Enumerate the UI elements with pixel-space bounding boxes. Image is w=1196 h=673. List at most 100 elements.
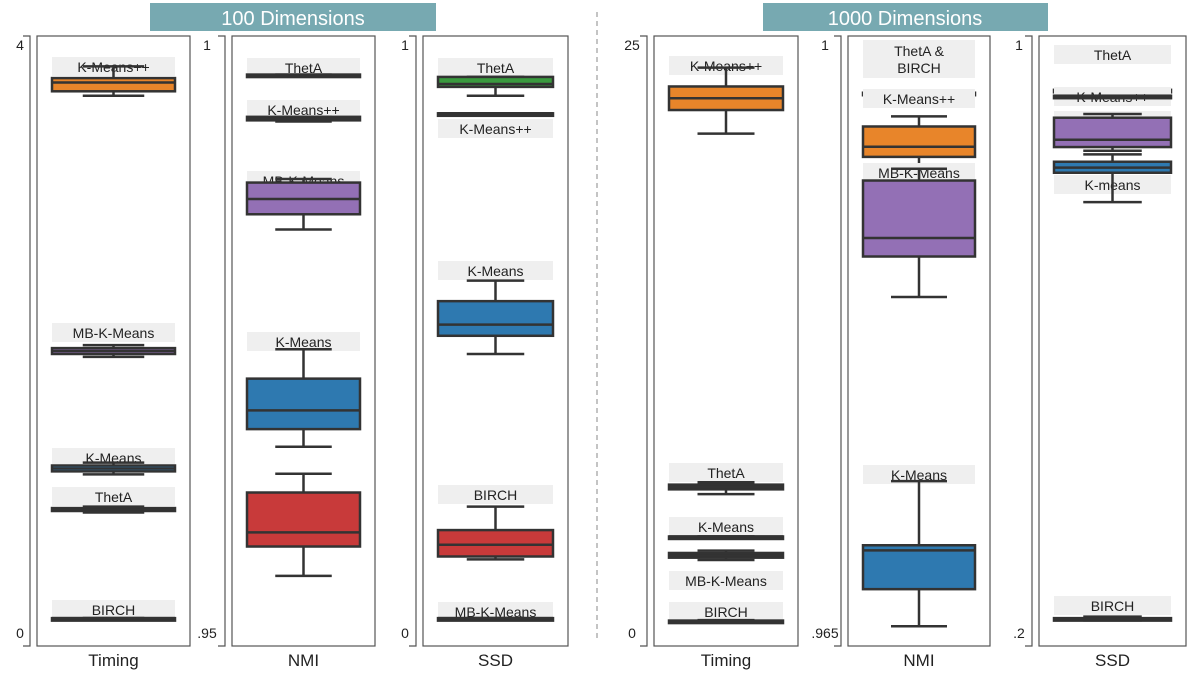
box-label-bg bbox=[438, 261, 553, 280]
box-label-bg bbox=[247, 332, 360, 351]
box-label-bg bbox=[247, 100, 360, 119]
y-tick-label-top: 25 bbox=[624, 37, 640, 53]
box-label: BIRCH bbox=[474, 487, 518, 503]
box-label-bg bbox=[669, 602, 783, 621]
box-label-bg bbox=[438, 58, 553, 77]
box-body bbox=[436, 299, 555, 338]
box-theta: ThetA bbox=[50, 487, 177, 514]
box-label: K-Means++ bbox=[690, 58, 762, 74]
y-tick-label-bottom: .95 bbox=[197, 625, 217, 641]
box-label-bg bbox=[438, 485, 553, 504]
panel-6: 1.2SSDThetAK-Means++MB-K-MeansK-meansBIR… bbox=[1013, 35, 1187, 670]
y-tick-label-top: 1 bbox=[203, 37, 211, 53]
box-label-bg bbox=[438, 119, 553, 138]
box-body bbox=[861, 125, 977, 159]
y-axis-bracket bbox=[640, 35, 648, 647]
box-theta: ThetA bbox=[667, 463, 785, 496]
panel-frame bbox=[422, 35, 569, 647]
x-axis-label: Timing bbox=[88, 651, 138, 670]
box-body bbox=[245, 377, 362, 431]
panel-frame bbox=[231, 35, 376, 647]
box-k-means-: K-Means++ bbox=[436, 112, 555, 138]
box-label-bg bbox=[669, 517, 783, 536]
y-tick-label-top: 1 bbox=[401, 37, 409, 53]
x-axis-label: NMI bbox=[903, 651, 934, 670]
box-theta-birch: ThetA &BIRCH bbox=[861, 40, 977, 97]
section-banner-100: 100 Dimensions bbox=[150, 3, 436, 31]
y-tick-label-bottom: 0 bbox=[16, 625, 24, 641]
y-axis-bracket bbox=[834, 35, 842, 647]
y-tick-label-bottom: 0 bbox=[628, 625, 636, 641]
y-tick-label-top: 1 bbox=[1015, 37, 1023, 53]
box-label-bg bbox=[863, 89, 975, 108]
box-label: MB-K-Means bbox=[685, 573, 767, 589]
box-k-means: K-Means bbox=[436, 261, 555, 356]
box-label: K-Means bbox=[698, 519, 754, 535]
box-mb-k-means: MB-K-Means bbox=[436, 602, 555, 622]
x-axis-label: SSD bbox=[1095, 651, 1130, 670]
box-label: K-Means bbox=[275, 334, 331, 350]
box-label: K-Means++ bbox=[883, 91, 955, 107]
y-axis-bracket bbox=[218, 35, 226, 647]
section-title-1000: 1000 Dimensions bbox=[828, 8, 983, 30]
section-banner-1000-bg bbox=[763, 3, 1048, 31]
box-body bbox=[50, 76, 177, 93]
box-label-bg bbox=[863, 40, 975, 78]
box-mb-k-means: MB-K-Means bbox=[861, 163, 977, 299]
box-label-bg bbox=[669, 571, 783, 590]
x-axis-label: NMI bbox=[288, 651, 319, 670]
box-body bbox=[245, 491, 362, 548]
panel-frame bbox=[653, 35, 799, 647]
x-axis-label: SSD bbox=[478, 651, 513, 670]
y-axis-bracket bbox=[1025, 35, 1033, 647]
box-k-means-: K-Means++ bbox=[667, 56, 785, 135]
box-k-means-: K-Means++ bbox=[1052, 87, 1173, 106]
box-label: ThetA bbox=[477, 60, 515, 76]
box-label: ThetA & bbox=[894, 43, 944, 59]
box-label-bg bbox=[863, 465, 975, 484]
box-label: BIRCH bbox=[92, 602, 136, 618]
panel-frame bbox=[1038, 35, 1187, 647]
box-label-line2: BIRCH bbox=[897, 60, 941, 76]
box-label-bg bbox=[669, 463, 783, 482]
box-label: K-Means++ bbox=[267, 102, 339, 118]
box-birch: BIRCH bbox=[1052, 596, 1173, 622]
x-axis-label: Timing bbox=[701, 651, 751, 670]
section-title-100: 100 Dimensions bbox=[221, 8, 364, 30]
box-label: MB-K-Means bbox=[73, 325, 155, 341]
box-mb-k-means: MB-K-Means bbox=[667, 549, 785, 590]
y-tick-label-bottom: 0 bbox=[401, 625, 409, 641]
box-theta: ThetA bbox=[436, 58, 555, 97]
y-tick-label-bottom: .965 bbox=[811, 625, 838, 641]
y-axis-bracket bbox=[409, 35, 417, 647]
y-tick-label-top: 4 bbox=[16, 37, 24, 53]
box-label-bg bbox=[438, 602, 553, 621]
box-k-means-: K-Means++ bbox=[861, 89, 977, 169]
box-theta: ThetA bbox=[1052, 45, 1173, 94]
box-label: K-Means++ bbox=[459, 121, 531, 137]
box-label: MB-K-Means bbox=[455, 604, 537, 620]
section-banner-100-bg bbox=[150, 3, 436, 31]
section-banner-1000: 1000 Dimensions bbox=[763, 3, 1048, 31]
box-body bbox=[1052, 116, 1173, 149]
box-mb-k-means: MB-K-Means bbox=[1052, 111, 1173, 152]
box-body bbox=[436, 528, 555, 558]
box-mb-k-means: MB-K-Means bbox=[50, 323, 177, 359]
box-label-bg bbox=[1054, 45, 1171, 64]
box-k-means: K-Means bbox=[245, 332, 362, 448]
box-birch: BIRCH bbox=[245, 472, 362, 578]
box-body bbox=[861, 544, 977, 591]
box-label-bg bbox=[247, 58, 360, 77]
box-label: ThetA bbox=[285, 60, 323, 76]
box-label-bg bbox=[52, 600, 175, 619]
box-theta: ThetA bbox=[245, 58, 362, 79]
box-label-bg bbox=[52, 487, 175, 506]
box-mb-k-means: MB-K-Means bbox=[245, 171, 362, 231]
panel-frame bbox=[847, 35, 991, 647]
box-k-means-: K-Means++ bbox=[245, 100, 362, 123]
box-label-bg bbox=[1054, 596, 1171, 615]
box-label: BIRCH bbox=[1091, 598, 1135, 614]
